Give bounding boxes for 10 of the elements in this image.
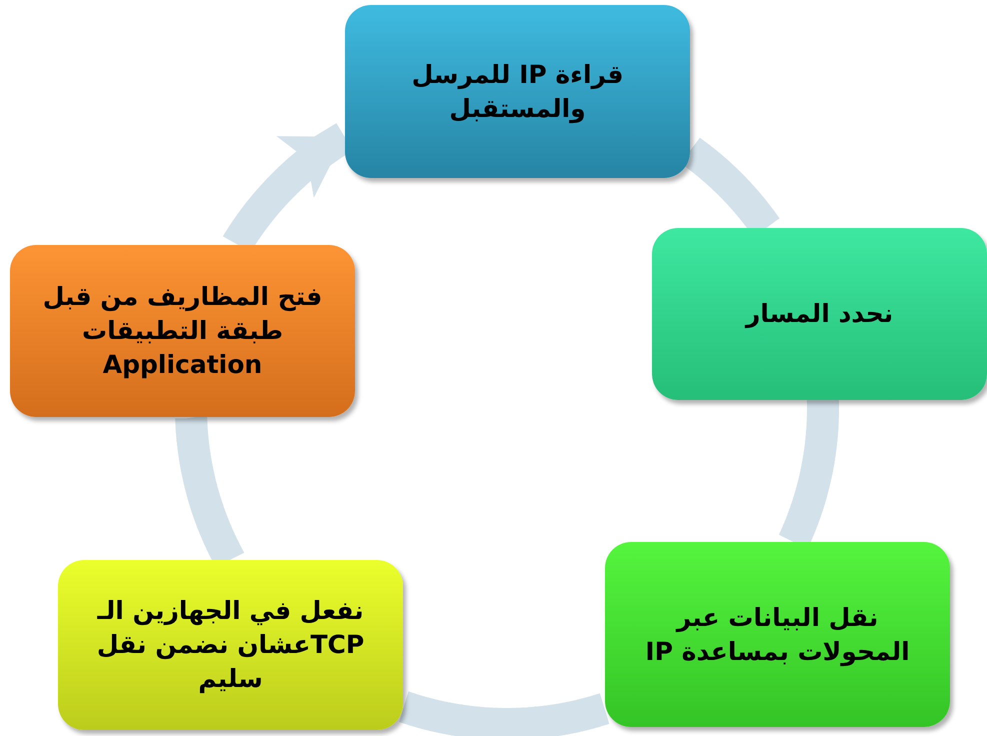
step-text: نقل البيانات عبر المحولات بمساعدة IP: [644, 602, 911, 668]
step-text: نفعل في الجهازين الـ TCPعشان نضمن نقل سليم: [96, 595, 366, 696]
process-box: [10, 245, 355, 417]
process-box: [605, 542, 950, 727]
process-box: [58, 560, 403, 730]
process-box: [345, 5, 690, 178]
process-box: [652, 228, 987, 400]
step-text: فتح المظاريف من قبل طبقة التطبيقات Application: [42, 281, 324, 381]
step-text: نحدد المسار: [746, 298, 894, 330]
step-text: قراءة IP للمرسل والمستقبل: [410, 58, 624, 126]
